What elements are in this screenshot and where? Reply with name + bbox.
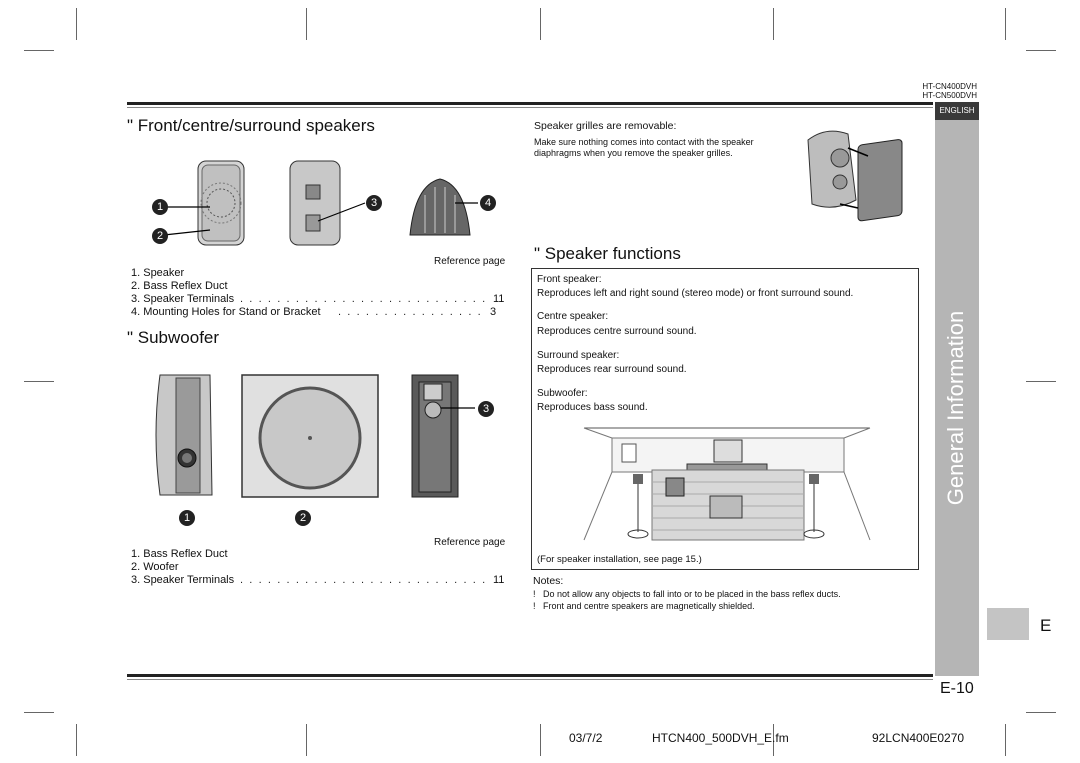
crop-mark — [24, 712, 54, 713]
crop-mark — [24, 381, 54, 382]
functions-box — [531, 268, 919, 570]
list-item: 2. Woofer — [131, 561, 179, 573]
callout-number: 1 — [152, 199, 168, 215]
callout-number: 3 — [478, 401, 494, 417]
page-reference: 3 — [490, 306, 497, 318]
model-name: HT-CN400DVH — [922, 82, 977, 91]
language-tab: ENGLISH — [935, 102, 979, 120]
crop-mark — [1026, 50, 1056, 51]
list-item: 1. Speaker — [131, 267, 185, 279]
model-name: HT-CN500DVH — [922, 91, 977, 100]
crop-mark — [773, 724, 774, 756]
footer-date: 03/7/2 — [569, 731, 603, 745]
list-item: 4. Mounting Holes for Stand or Bracket — [131, 306, 321, 318]
crop-mark — [1005, 724, 1006, 756]
e-tab-letter: E — [1040, 616, 1052, 635]
sidebar-title: General Information — [943, 310, 968, 506]
speaker-underside-view — [409, 178, 471, 236]
crop-mark — [1005, 8, 1006, 40]
function-description: Reproduces left and right sound (stereo … — [537, 288, 854, 299]
subwoofer-illustrations — [155, 374, 475, 498]
crop-mark — [540, 724, 541, 756]
list-item: 2. Bass Reflex Duct — [131, 280, 228, 292]
crop-mark — [1026, 381, 1056, 382]
top-rule — [127, 102, 933, 105]
room-layout-illustration — [583, 427, 871, 541]
installation-note: (For speaker installation, see page 15.) — [537, 554, 702, 565]
footer-filename: HTCN400_500DVH_E.fm — [652, 731, 789, 745]
list-item: 3. Speaker Terminals — [131, 293, 235, 305]
function-label: Centre speaker: — [537, 311, 609, 322]
functions-section-title: " Speaker functions — [534, 244, 681, 263]
crop-mark — [76, 8, 77, 40]
page-number: E-10 — [940, 680, 974, 697]
function-description: Reproduces bass sound. — [537, 402, 648, 413]
bottom-rule — [127, 674, 933, 677]
function-description: Reproduces centre surround sound. — [537, 326, 697, 337]
leader-dots: . . . . . . . . . . . . . . . . . . . . … — [338, 306, 488, 318]
callout-number: 2 — [152, 228, 168, 244]
callout-number: 3 — [366, 195, 382, 211]
crop-mark — [76, 724, 77, 756]
front-speaker-illustrations — [160, 160, 478, 246]
subwoofer-section-title: " Subwoofer — [127, 328, 220, 347]
bottom-rule-thin — [127, 679, 933, 680]
sidebar-band — [935, 102, 979, 676]
reference-page-label: Reference page — [434, 537, 506, 548]
callout-number: 1 — [179, 510, 195, 526]
function-label: Subwoofer: — [537, 388, 588, 399]
leader-dots: . . . . . . . . . . . . . . . . . . . . … — [240, 574, 492, 586]
e-tab — [987, 608, 1029, 640]
crop-mark — [773, 8, 774, 40]
top-rule-thin — [127, 107, 933, 108]
speaker-rear-view — [289, 160, 341, 246]
crop-mark — [306, 8, 307, 40]
footer-code: 92LCN400E0270 — [872, 731, 965, 745]
grilles-text: Make sure nothing comes into contact wit… — [534, 137, 754, 147]
grille-removal-illustration — [807, 130, 903, 222]
list-item: 3. Speaker Terminals — [131, 574, 235, 586]
crop-mark — [24, 50, 54, 51]
crop-mark — [1026, 712, 1056, 713]
sidebar-subtitle: - Controls and Indicators - — [979, 327, 993, 467]
notes-heading: Notes: — [533, 575, 564, 587]
function-label: Front speaker: — [537, 274, 602, 285]
language-label: ENGLISH — [939, 106, 975, 115]
callout-number: 2 — [295, 510, 311, 526]
note-item: ! Front and centre speakers are magnetic… — [533, 601, 755, 611]
leader-dots: . . . . . . . . . . . . . . . . . . . . … — [240, 293, 492, 305]
page-reference: 11 — [493, 574, 505, 586]
crop-mark — [306, 724, 307, 756]
function-label: Surround speaker: — [537, 350, 620, 361]
reference-page-label: Reference page — [434, 256, 506, 267]
grilles-heading: Speaker grilles are removable: — [534, 120, 677, 132]
note-item: ! Do not allow any objects to fall into … — [533, 589, 841, 599]
crop-mark — [540, 8, 541, 40]
function-description: Reproduces rear surround sound. — [537, 364, 687, 375]
grilles-text: diaphragms when you remove the speaker g… — [534, 148, 733, 158]
front-section-title: " Front/centre/surround speakers — [127, 116, 375, 135]
list-item: 1. Bass Reflex Duct — [131, 548, 228, 560]
page-reference: 11 — [493, 293, 505, 305]
callout-number: 4 — [480, 195, 496, 211]
